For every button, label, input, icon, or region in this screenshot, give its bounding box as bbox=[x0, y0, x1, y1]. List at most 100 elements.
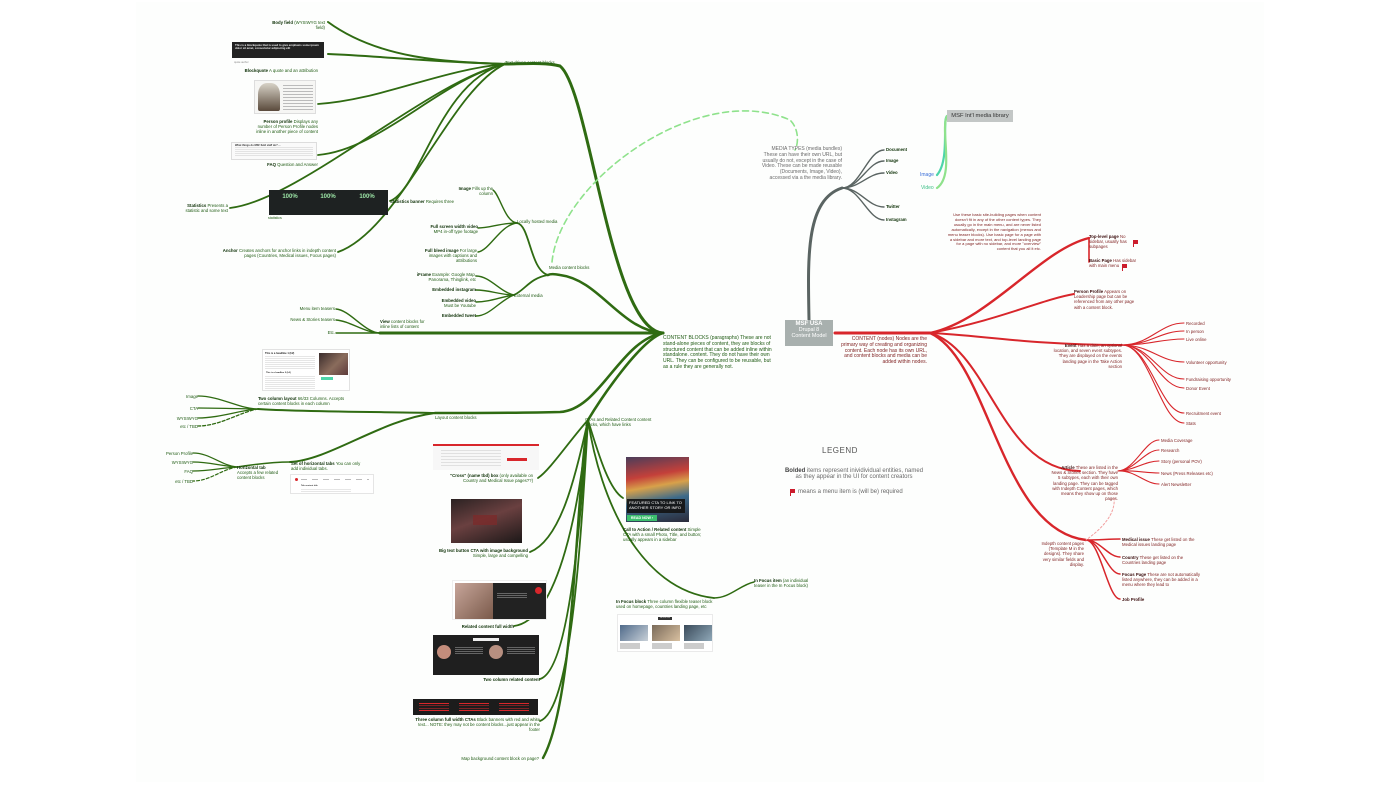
statistics-banner-node[interactable]: Statistics banner Requires three bbox=[390, 199, 454, 204]
root-subtitle-2: Content Model bbox=[791, 333, 827, 340]
cta-related-node[interactable]: Call to Action / Related content Simple … bbox=[623, 527, 703, 543]
fullscreen-video-node[interactable]: Full screen width video MP4 in-off type … bbox=[422, 224, 478, 234]
job-profile-node[interactable]: Job Profile bbox=[1122, 597, 1144, 602]
local-media-node[interactable]: Locally hosted media bbox=[517, 219, 558, 224]
tab-set-node[interactable]: Set of horizontal tabs You can only add … bbox=[291, 461, 363, 471]
tab-item[interactable]: Person Profile bbox=[166, 451, 193, 456]
article-type-item[interactable]: Alert Newsletter bbox=[1161, 482, 1192, 487]
event-type-item[interactable]: Recruitment event bbox=[1186, 411, 1221, 416]
layout-blocks-node[interactable]: Layout content blocks bbox=[435, 415, 477, 420]
connector bbox=[389, 63, 506, 202]
content-blocks-node[interactable]: CONTENT BLOCKS (paragraphs) These are no… bbox=[663, 335, 772, 370]
tab-set-thumbnail: Tab content title bbox=[290, 474, 374, 494]
text-blocks-node[interactable]: Text-driven content blocks bbox=[505, 60, 555, 65]
top-level-page[interactable]: Top-level page No sidebar, usually has s… bbox=[1089, 234, 1141, 250]
embedded-instagram-node[interactable]: Embedded instagram bbox=[420, 287, 476, 292]
media-blocks-node[interactable]: Media content blocks bbox=[549, 265, 590, 270]
two-column-layout-node[interactable]: Two column layout 66/33 Columns. Accepts… bbox=[258, 396, 348, 406]
view-item[interactable]: News & Stories teasers bbox=[290, 317, 335, 322]
canvas-background bbox=[136, 2, 1264, 782]
media-item-instagram[interactable]: Instagram bbox=[886, 217, 907, 222]
layout-item[interactable]: CTA bbox=[189, 406, 198, 411]
event-type-item[interactable]: Donor Event bbox=[1186, 386, 1210, 391]
article-type-item[interactable]: Research bbox=[1161, 448, 1180, 453]
desc: Displays any number of Person Profile no… bbox=[256, 119, 318, 135]
external-media-node[interactable]: External media bbox=[514, 293, 543, 298]
media-item-image[interactable]: Image bbox=[886, 158, 898, 163]
connector bbox=[928, 236, 1091, 335]
in-focus-item-node[interactable]: In Focus item (an individual teaser in t… bbox=[754, 578, 812, 588]
connector bbox=[257, 408, 436, 414]
embedded-tweet-node[interactable]: Embedded tweet bbox=[420, 313, 476, 318]
label: View bbox=[380, 319, 390, 324]
cross-box-node[interactable]: "Cross" (name tbd) box (only available o… bbox=[440, 473, 533, 483]
media-library-node[interactable]: MSF Int'l media library bbox=[947, 110, 1013, 122]
sample-text-2 bbox=[265, 376, 315, 389]
tab-item[interactable]: WYSIWYG bbox=[171, 460, 193, 465]
body-field-node[interactable]: Body field (WYSIWYG text field) bbox=[266, 20, 325, 30]
view-item[interactable]: Menu item teasers bbox=[299, 306, 335, 311]
connector bbox=[1121, 344, 1185, 414]
root-node[interactable]: MSF USA Drupal 8 Content Model bbox=[785, 320, 833, 346]
media-item-video[interactable]: Video bbox=[886, 170, 898, 175]
two-related-node[interactable]: Two column related content bbox=[470, 677, 540, 682]
media-types-node[interactable]: MEDIA TYPES (media bundles) These can ha… bbox=[760, 146, 842, 182]
map-background-node[interactable]: Map background content block on page? bbox=[461, 756, 539, 761]
focus-page-node[interactable]: Focus Page These are not automatically l… bbox=[1122, 572, 1202, 588]
media-sub-video[interactable]: Video bbox=[921, 185, 934, 191]
person-profile-block-node[interactable]: Person profile Displays any number of Pe… bbox=[256, 119, 318, 135]
event-type-item[interactable]: Volunteer opportunity bbox=[1186, 360, 1227, 365]
big-button-node[interactable]: Big text button CTA with image backgroun… bbox=[438, 548, 528, 558]
media-sub-image[interactable]: Image bbox=[920, 172, 934, 178]
connector bbox=[1121, 330, 1185, 346]
layout-item[interactable]: Image bbox=[186, 394, 198, 399]
required-flag-icon bbox=[1133, 240, 1138, 247]
label: READ NOW bbox=[630, 516, 651, 520]
event-type-item[interactable]: Fundraising opportunity bbox=[1186, 377, 1231, 382]
connector bbox=[503, 62, 665, 335]
medical-issue-node[interactable]: Medical issue These get listed on the Me… bbox=[1122, 537, 1198, 547]
view-item[interactable]: Etc. bbox=[327, 330, 335, 335]
label: Embedded tweet bbox=[441, 313, 476, 318]
anchor-node[interactable]: Anchor Creates anchors for anchor links … bbox=[216, 248, 336, 258]
full-bleed-image-node[interactable]: Full bleed image For large images with c… bbox=[420, 248, 477, 264]
article-type-item[interactable]: Media Coverage bbox=[1161, 438, 1193, 443]
tab-item[interactable]: FAQ bbox=[184, 469, 193, 474]
article-type-item[interactable]: News (Press Releases etc) bbox=[1161, 471, 1213, 476]
content-nodes-node[interactable]: CONTENT (nodes) Nodes are the primary wa… bbox=[841, 336, 927, 366]
desc: content blocks for inline lists of conte… bbox=[380, 319, 425, 330]
tab-item[interactable]: etc / TBD bbox=[175, 479, 193, 484]
three-col-cta-node[interactable]: Three column full width CTAs Black banne… bbox=[410, 717, 540, 733]
connector bbox=[477, 222, 518, 229]
faq-node[interactable]: FAQ Question and Answer bbox=[240, 162, 318, 167]
iframe-node[interactable]: iFrame Example: Google Map, Panorama, Th… bbox=[415, 272, 476, 282]
image-block-node[interactable]: Image Fills up the column bbox=[448, 186, 493, 196]
cta-read-button: READ NOW › bbox=[627, 515, 657, 521]
desc: For large images with captions and attri… bbox=[428, 248, 477, 264]
statistics-banner-thumbnail: 100% 100% 100% bbox=[269, 190, 388, 215]
article-node[interactable]: Article These are listed in the News & S… bbox=[1050, 465, 1118, 501]
media-item-twitter[interactable]: Twitter bbox=[886, 204, 900, 209]
event-type-item[interactable]: In person bbox=[1186, 329, 1204, 334]
layout-item[interactable]: etc / TBD bbox=[180, 424, 198, 429]
view-blocks-node[interactable]: View content blocks for inline lists of … bbox=[380, 319, 435, 329]
basic-page[interactable]: Basic Page Has sidebar with main menu bbox=[1089, 258, 1141, 268]
event-type-item[interactable]: Live online bbox=[1186, 337, 1207, 342]
indepth-node[interactable]: Indepth content pages (Template M in the… bbox=[1041, 541, 1084, 567]
cta-blocks-node[interactable]: CTAs and Related Content content blocks,… bbox=[585, 417, 652, 428]
event-node[interactable]: Event Has a date, an optional location, … bbox=[1052, 343, 1122, 369]
event-type-item[interactable]: Stats bbox=[1186, 421, 1196, 426]
sample-headline-2: This is a headline 3 (h3) bbox=[266, 372, 291, 374]
media-item-document[interactable]: Document bbox=[886, 147, 907, 152]
layout-item[interactable]: WYSIWYG bbox=[176, 416, 198, 421]
blockquote-node[interactable]: Blockquote A quote and an attribution bbox=[240, 68, 318, 73]
person-profile-node[interactable]: Person Profile Appears on Leadership pag… bbox=[1074, 289, 1136, 310]
in-focus-block-node[interactable]: In Focus block Three column flexible tea… bbox=[616, 599, 714, 609]
statistics-node[interactable]: Statistics Presents a statistic and some… bbox=[178, 203, 228, 213]
country-node[interactable]: Country These get listed on the Countrie… bbox=[1122, 555, 1198, 565]
related-full-node[interactable]: Related content full width bbox=[448, 624, 514, 629]
article-type-item[interactable]: Story (personal POV) bbox=[1161, 459, 1202, 464]
event-type-item[interactable]: Recorded bbox=[1186, 321, 1205, 326]
